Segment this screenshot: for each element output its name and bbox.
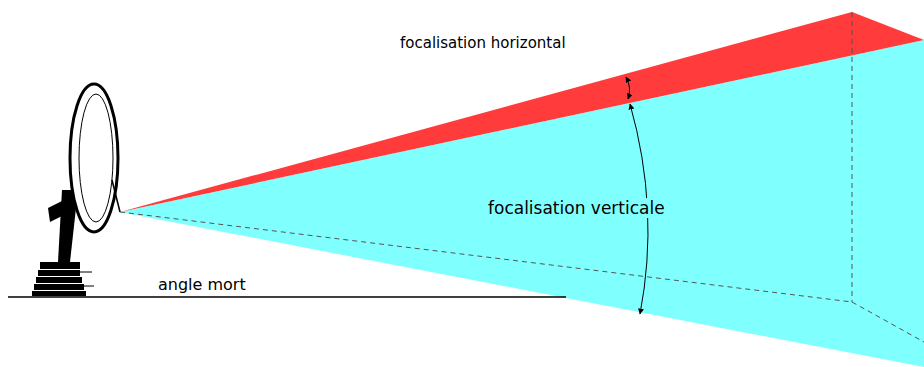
horizontal-beam — [120, 12, 924, 212]
antenna — [32, 84, 120, 296]
hidden-edges — [120, 12, 924, 342]
vertical-focus-label: focalisation verticale — [485, 198, 668, 218]
horizontal-angle-arc — [626, 77, 630, 99]
vertical-beam — [120, 40, 924, 367]
blind-angle-label: angle mort — [155, 275, 249, 294]
horizontal-focus-label: focalisation horizontal — [397, 34, 569, 52]
ground-line — [8, 296, 566, 298]
